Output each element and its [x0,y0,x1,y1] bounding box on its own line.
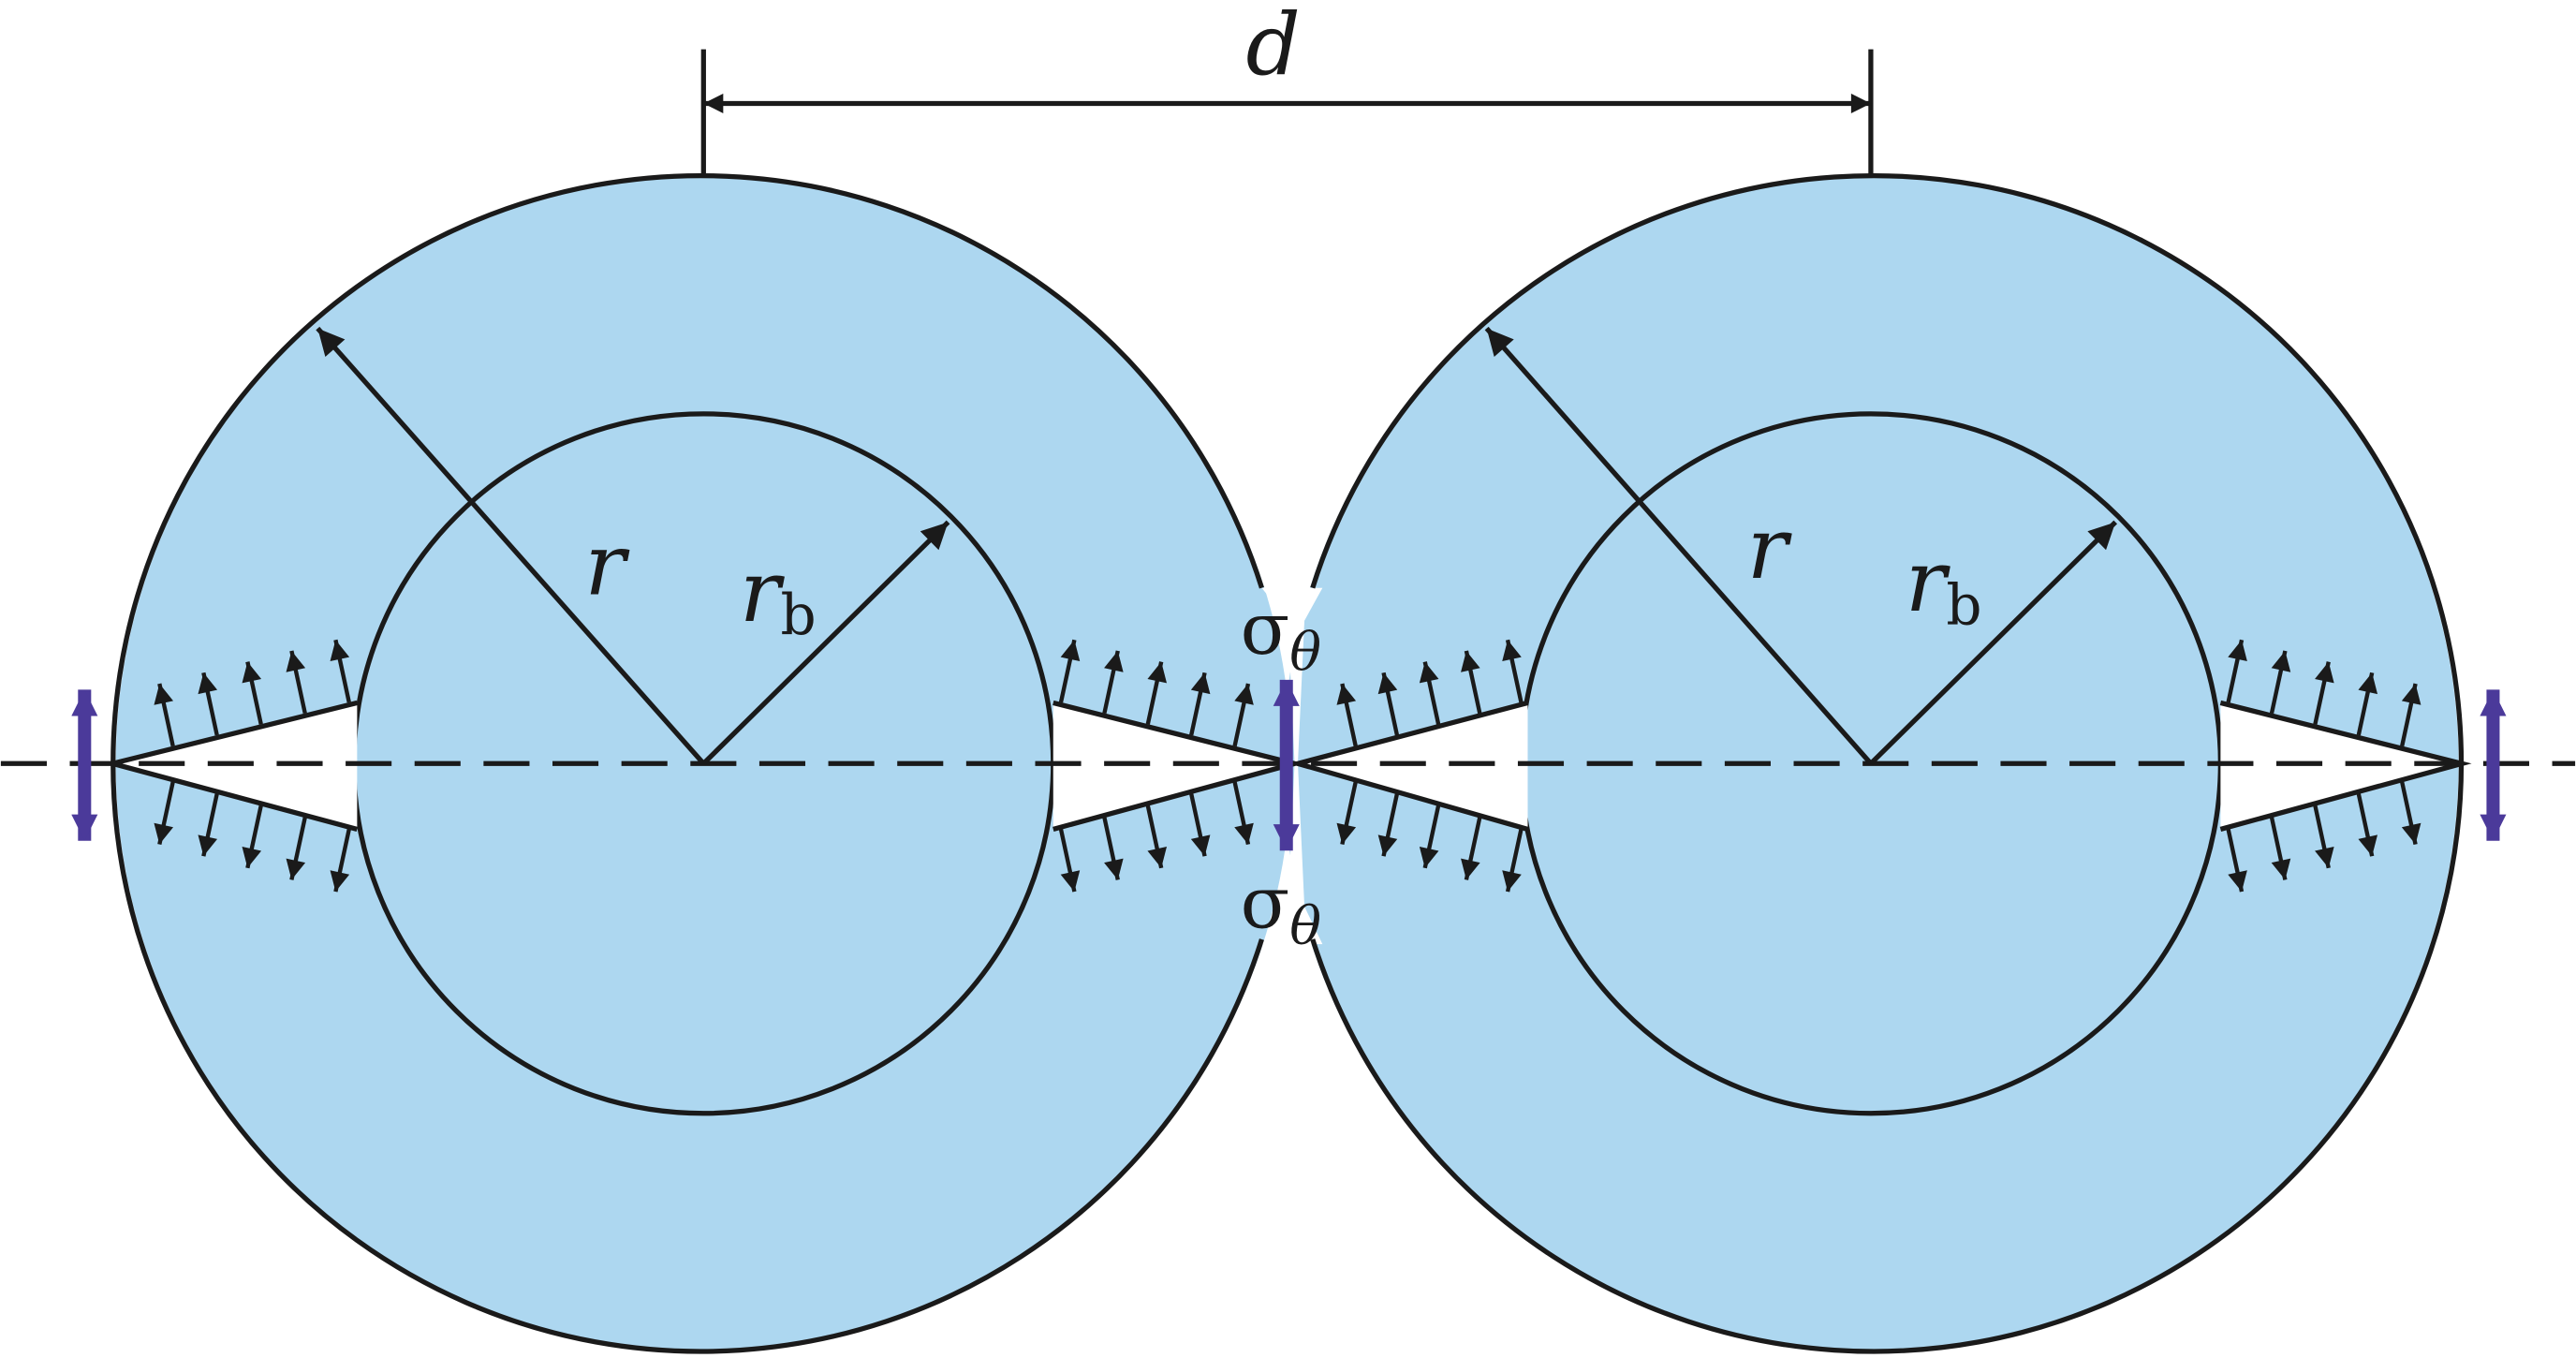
pressure-arrow [1461,817,1482,880]
right-outer-radius-line [1484,326,1873,766]
pressure-arrow [1461,650,1482,715]
left-outer-radius-label: r [584,515,630,615]
stress-arrows [71,679,2507,851]
right-bore-radius-label: rb [1906,531,1982,638]
pressure-arrow [1058,828,1081,893]
pressure-arrow [330,828,351,893]
pressure-arrow [242,804,263,869]
radius-lines [316,326,2118,766]
pressure-arrow [2226,639,2247,703]
left-bore-radius-label: rb [740,541,817,648]
crack-pressure-arrows [154,639,2421,893]
pressure-arrow [154,683,175,747]
pressure-arrow [2313,661,2334,725]
pressure-arrow [1232,781,1254,846]
pressure-arrow [2400,683,2421,747]
pressure-arrow [1419,804,1441,869]
pressure-arrow [2356,672,2378,736]
pressure-arrow [242,661,263,725]
pressure-arrow [1377,793,1400,857]
pressure-arrow [1145,804,1168,869]
pressure-arrow [1102,650,1124,715]
pressure-arrow [2226,828,2247,893]
pressure-arrow [2269,817,2291,880]
pressure-arrow [1336,683,1358,747]
pressure-arrow [1189,793,1211,857]
pressure-arrow [1502,828,1524,893]
pressure-arrow [1232,683,1254,747]
pressure-arrow [2400,781,2421,846]
pressure-arrow [286,650,307,715]
pressure-arrow [1419,661,1441,725]
pressure-arrow [1102,817,1124,880]
pressure-arrow [2356,793,2378,857]
pressure-arrow [286,817,307,880]
pressure-arrow [2313,804,2334,869]
pressure-arrow [1189,672,1211,736]
pressure-arrow [198,672,219,736]
pressure-arrow [1502,639,1524,703]
pressure-arrow [1058,639,1081,703]
left-outer-radius-line [316,326,706,766]
contact-gap [1261,587,1323,945]
right-bore-radius-line [1869,520,2118,766]
stress-label-bottom: σθ [1241,862,1321,958]
pressure-arrow [154,781,175,846]
left-bore-radius-line [701,520,950,766]
pressure-arrow [330,639,351,703]
stress-label-top: σθ [1241,587,1321,684]
spacing-dimension [700,49,1874,178]
spacing-label: d [1246,0,1301,95]
pressure-arrow [198,793,219,857]
pressure-arrow [1336,781,1358,846]
right-outer-radius-label: r [1747,498,1793,598]
pressure-arrow [1145,661,1168,725]
pressure-arrow [1377,672,1400,736]
pressure-arrow [2269,650,2291,715]
